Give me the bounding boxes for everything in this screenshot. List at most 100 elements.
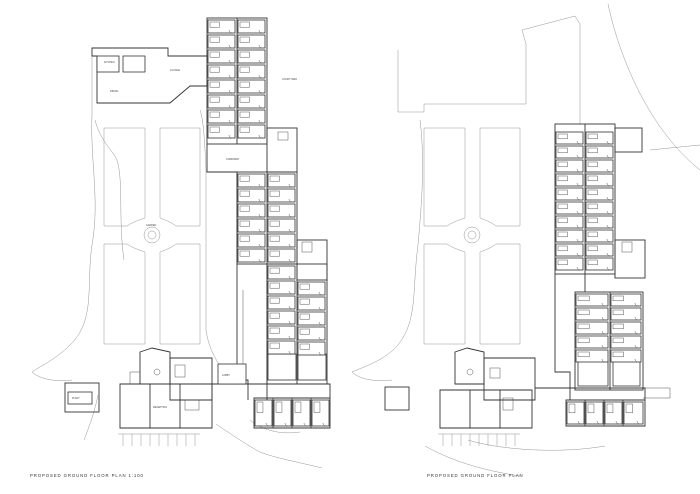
bedroom-unit [555, 201, 584, 215]
bedroom-unit [237, 218, 266, 233]
bedroom-unit [610, 335, 642, 349]
garden-parterre: GARDEN [103, 127, 201, 345]
bedroom-unit [297, 341, 326, 356]
bedroom-unit [237, 188, 266, 203]
bedroom-unit [585, 257, 614, 271]
bedroom-unit [555, 257, 584, 271]
outbuilding: PLANT [64, 382, 100, 413]
kitchen-label: KITCHEN [104, 61, 115, 64]
bedroom-unit [267, 218, 296, 233]
garden-label: GARDEN [146, 224, 157, 227]
bedroom-unit [207, 19, 236, 34]
bedroom-unit [575, 321, 609, 335]
parking-bays-right [438, 433, 520, 446]
bedroom-unit [207, 124, 236, 139]
lounge-label: LOUNGE [170, 69, 181, 72]
bedroom-unit [297, 296, 326, 311]
bedroom-unit [267, 310, 296, 325]
bedroom-unit [237, 124, 266, 139]
bedroom-unit [585, 187, 614, 201]
bedroom-unit [575, 349, 609, 363]
east-wing [266, 127, 328, 385]
plant-label: PLANT [72, 397, 80, 400]
bedroom-unit [623, 401, 644, 425]
bedroom-unit [267, 295, 296, 310]
historic-house: RECEPTION [119, 347, 213, 429]
bedroom-unit [207, 34, 236, 49]
bedroom-unit [555, 159, 584, 173]
bedroom-unit [237, 109, 266, 124]
bedroom-unit [207, 109, 236, 124]
bedroom-unit [555, 215, 584, 229]
bedroom-unit [207, 64, 236, 79]
bedroom-unit [604, 401, 623, 425]
bedroom-unit [585, 173, 614, 187]
bedroom-unit [267, 280, 296, 295]
dining-label: DINING [110, 90, 119, 93]
bedroom-unit [237, 248, 266, 263]
bedroom-unit [267, 325, 296, 340]
bedroom-unit [297, 281, 326, 296]
bedroom-unit [585, 243, 614, 257]
outbuilding-right [384, 386, 410, 411]
bedroom-unit [237, 233, 266, 248]
bedroom-unit [292, 399, 311, 427]
garden-parterre-right [423, 127, 521, 345]
bedroom-unit [237, 64, 266, 79]
bedroom-unit [267, 188, 296, 203]
bedroom-unit [267, 340, 296, 355]
south-guest-wing-right [535, 387, 646, 427]
bedroom-unit [267, 233, 296, 248]
bedroom-unit [555, 131, 584, 145]
bedroom-unit [267, 173, 296, 188]
right-plan-caption: PROPOSED GROUND FLOOR PLAN [427, 473, 524, 478]
bedroom-unit [297, 311, 326, 326]
bedroom-unit [555, 243, 584, 257]
bedroom-unit [555, 145, 584, 159]
bedroom-unit [311, 399, 330, 427]
bedroom-wing-upper [206, 17, 268, 145]
courtyard-label: COURTYARD [282, 78, 297, 81]
bedroom-unit [555, 173, 584, 187]
corridor-right [554, 274, 586, 400]
bedroom-unit [207, 94, 236, 109]
bedroom-unit [585, 229, 614, 243]
upper-service-block: KITCHEN DINING LOUNGE [91, 47, 208, 104]
bedroom-unit [237, 19, 266, 34]
left-floor-plan: GARDEN KITCHEN DINING LOUNGE [31, 17, 331, 469]
east-wing-right [574, 291, 671, 399]
bedroom-unit [575, 335, 609, 349]
left-plan-caption: PROPOSED GROUND FLOOR PLAN 1:100 [30, 473, 144, 478]
bedroom-unit [610, 307, 642, 321]
right-floor-plan [351, 3, 700, 477]
bedroom-unit [555, 187, 584, 201]
bedroom-unit [585, 201, 614, 215]
bedroom-unit [267, 248, 296, 263]
bedroom-unit [610, 293, 642, 307]
bedroom-unit [237, 34, 266, 49]
bedroom-unit [273, 399, 292, 427]
bedroom-unit [254, 399, 273, 427]
bedroom-unit [297, 326, 326, 341]
bedroom-unit [237, 49, 266, 64]
bedroom-unit [585, 145, 614, 159]
bedroom-unit [610, 321, 642, 335]
bedroom-unit [585, 131, 614, 145]
south-guest-wing: LOBBY [212, 363, 331, 429]
bedroom-unit [585, 159, 614, 173]
bedroom-unit [555, 229, 584, 243]
bedroom-unit [207, 79, 236, 94]
bedroom-unit [267, 203, 296, 218]
corridor-label: CORRIDOR [226, 158, 239, 161]
bedroom-unit [585, 215, 614, 229]
historic-house-right [439, 347, 536, 429]
bedroom-unit [237, 173, 266, 188]
bedroom-unit [267, 265, 296, 280]
lobby-label: LOBBY [222, 374, 230, 377]
reception-label: RECEPTION [153, 406, 167, 409]
bedroom-unit [575, 307, 609, 321]
bedroom-unit [585, 401, 604, 425]
bedroom-unit [566, 401, 585, 425]
